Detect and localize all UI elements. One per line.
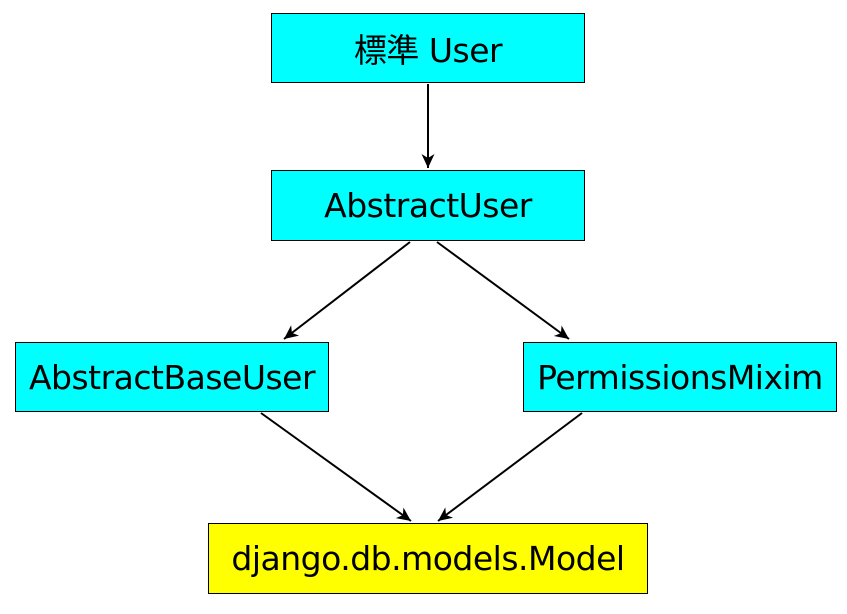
edge-permissions-mixim-to-model: [437, 412, 583, 522]
node-permissions-mixim: PermissionsMixim: [523, 342, 837, 412]
edge-abstract-user-to-permissions-mixim: [436, 241, 570, 340]
node-abstract-user: AbstractUser: [271, 170, 585, 241]
edge-abstract-base-user-to-model: [260, 412, 412, 522]
node-model: django.db.models.Model: [208, 523, 648, 594]
edge-abstract-user-to-abstract-base-user: [283, 241, 411, 340]
node-abstract-base-user: AbstractBaseUser: [15, 342, 329, 412]
node-user: 標準 User: [271, 13, 585, 83]
